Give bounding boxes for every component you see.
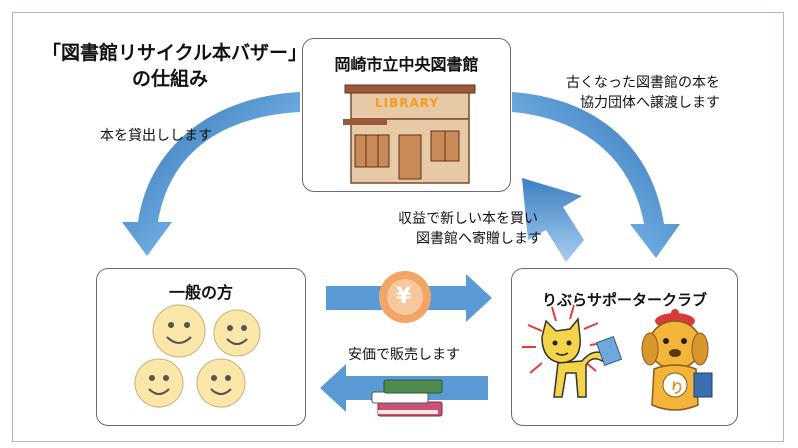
- flow-transfer-label-line2: 協力団体へ譲渡します: [580, 95, 720, 111]
- mascot-badge-text: り: [670, 381, 684, 397]
- diagram-frame: [12, 12, 784, 442]
- library-card: 岡崎市立中央図書館 LIBRARY: [302, 38, 511, 192]
- books-icon: [371, 379, 443, 417]
- cat-mascot-icon: [522, 304, 623, 398]
- arrow-lend: [122, 92, 300, 256]
- arrow-transfer: [512, 92, 680, 258]
- smiley-face-icon: [196, 358, 246, 408]
- club-mascots: [522, 304, 713, 411]
- library-label: 岡崎市立中央図書館: [334, 55, 479, 74]
- flow-donate-label-line2: 図書館へ寄贈します: [416, 231, 542, 247]
- library-sign: LIBRARY: [375, 96, 440, 110]
- flow-sell-label: 安価で販売します: [348, 347, 460, 363]
- library-building-icon: [343, 84, 476, 184]
- yen-symbol: ¥: [396, 284, 412, 309]
- diagram-title-line2: の仕組み: [132, 68, 209, 90]
- yen-coin: [379, 271, 431, 323]
- diagram-title-line1: 「図書館リサイクル本バザー」: [42, 42, 308, 64]
- smiley-face-icon: [152, 304, 206, 358]
- public-card: 一般の方: [96, 268, 306, 426]
- smiley-face-icon: [213, 309, 261, 357]
- club-card: りぶらサポータークラブ: [511, 268, 738, 426]
- club-label: りぶらサポータークラブ: [541, 291, 707, 309]
- flow-lend-label: 本を貸出しします: [100, 128, 212, 144]
- arrow-donate: [522, 178, 584, 262]
- flow-transfer-label-line1: 古くなった図書館の本を: [566, 75, 720, 91]
- public-label: 一般の方: [168, 283, 233, 302]
- smiley-face-icon: [134, 358, 184, 408]
- flow-donate-label-line1: 収益で新しい本を買い: [398, 211, 538, 227]
- smiley-faces: [134, 304, 261, 408]
- dog-mascot-icon: [641, 309, 713, 411]
